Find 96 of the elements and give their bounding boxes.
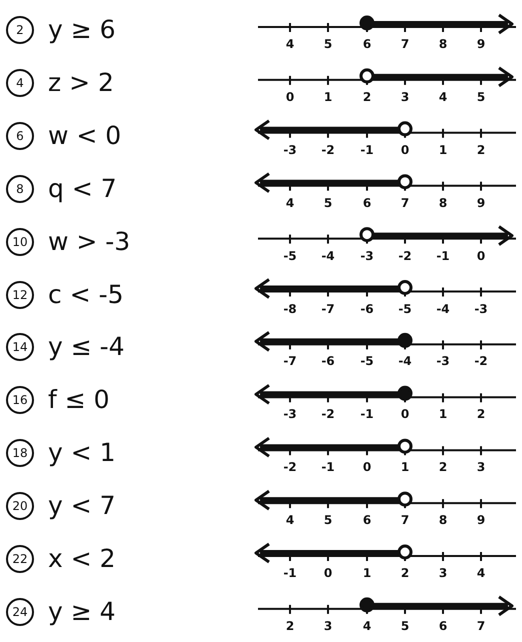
inequality: y ≥ 6 xyxy=(48,15,116,45)
tick-label: 7 xyxy=(400,196,410,210)
tick-label: 1 xyxy=(362,566,372,580)
tick-label: -4 xyxy=(436,302,450,316)
tick-label: -2 xyxy=(474,354,488,368)
tick-label: 9 xyxy=(476,513,486,528)
problem-number: 16 xyxy=(6,386,34,414)
problem-number: 18 xyxy=(6,439,34,468)
tick-label: 0 xyxy=(476,248,486,263)
tick-label: -3 xyxy=(474,302,488,316)
tick-label: 7 xyxy=(476,618,486,633)
tick-label: -5 xyxy=(398,302,412,316)
tick-label: 5 xyxy=(324,196,332,210)
inequality: w < 0 xyxy=(48,120,122,151)
tick-label: 5 xyxy=(324,37,332,51)
tick-label: 1 xyxy=(438,142,448,157)
tick-label: 4 xyxy=(286,513,294,528)
tick-label: 6 xyxy=(362,513,372,528)
tick-label: 5 xyxy=(324,513,332,528)
tick-label: -1 xyxy=(360,142,374,157)
tick-label: -2 xyxy=(398,248,412,263)
tick-label: -6 xyxy=(360,302,374,316)
inequality: x < 2 xyxy=(48,544,116,574)
tick-label: 8 xyxy=(438,37,448,51)
problem-number: 8 xyxy=(6,174,34,203)
tick-label: 2 xyxy=(362,90,372,104)
tick-label: 8 xyxy=(438,196,448,210)
tick-label: 3 xyxy=(324,618,332,633)
problem-number: 14 xyxy=(6,333,34,362)
problem-number: 20 xyxy=(6,492,34,520)
inequality: y < 1 xyxy=(48,438,116,468)
tick-label: -2 xyxy=(321,142,335,157)
tick-label: -3 xyxy=(283,407,297,422)
tick-label: 5 xyxy=(400,618,410,633)
inequality: w > -3 xyxy=(48,226,130,257)
problem-number: 10 xyxy=(6,228,34,256)
tick-label: 0 xyxy=(286,90,294,104)
tick-label: 6 xyxy=(362,196,372,210)
tick-label: 6 xyxy=(362,37,372,51)
tick-label: 1 xyxy=(438,407,448,422)
tick-label: 9 xyxy=(476,37,486,51)
tick-label: -3 xyxy=(283,142,297,157)
tick-label: 7 xyxy=(400,513,410,528)
tick-label: 8 xyxy=(438,513,448,528)
tick-label: -7 xyxy=(283,354,297,368)
tick-label: 3 xyxy=(438,566,448,580)
tick-label: -1 xyxy=(283,566,297,580)
tick-label: -4 xyxy=(398,354,412,368)
tick-label: 0 xyxy=(400,407,410,422)
problem-number: 6 xyxy=(6,122,34,150)
tick-label: 4 xyxy=(286,37,294,51)
inequality: y ≥ 4 xyxy=(48,596,116,627)
tick-label: -2 xyxy=(283,460,297,474)
tick-label: 0 xyxy=(400,142,410,157)
tick-label: 7 xyxy=(400,37,410,51)
tick-label: -3 xyxy=(436,354,450,368)
tick-label: 2 xyxy=(476,142,486,157)
tick-label: -7 xyxy=(321,302,335,316)
inequality: z > 2 xyxy=(48,68,114,98)
tick-label: 0 xyxy=(324,566,332,580)
tick-label: 2 xyxy=(476,407,486,422)
tick-label: 1 xyxy=(400,460,410,474)
tick-label: 5 xyxy=(476,90,486,104)
tick-label: 1 xyxy=(324,90,332,104)
tick-label: 4 xyxy=(476,566,486,580)
inequality: f ≤ 0 xyxy=(48,385,110,416)
tick-label: -3 xyxy=(360,248,374,263)
tick-label: 4 xyxy=(438,90,448,104)
tick-label: -4 xyxy=(321,248,335,263)
tick-label: 2 xyxy=(438,460,448,474)
problem-number: 4 xyxy=(6,68,34,97)
tick-label: 3 xyxy=(400,90,410,104)
inequality: y < 7 xyxy=(48,491,116,522)
tick-label: 3 xyxy=(476,460,486,474)
tick-label: -5 xyxy=(360,354,374,368)
tick-label: -6 xyxy=(321,354,335,368)
problem-number: 24 xyxy=(6,598,34,626)
tick-label: 6 xyxy=(438,618,448,633)
tick-label: -1 xyxy=(436,248,450,263)
tick-label: -8 xyxy=(283,302,297,316)
tick-label: 4 xyxy=(286,196,294,210)
tick-label: 2 xyxy=(400,566,410,580)
inequality: c < -5 xyxy=(48,280,124,310)
tick-label: -5 xyxy=(283,248,297,263)
tick-label: 9 xyxy=(476,196,486,210)
tick-label: -1 xyxy=(360,407,374,422)
tick-label: 4 xyxy=(362,618,372,633)
tick-label: -2 xyxy=(321,407,335,422)
problem-number: 22 xyxy=(6,545,34,573)
tick-label: 0 xyxy=(362,460,372,474)
problem-number: 12 xyxy=(6,280,34,308)
inequality: y ≤ -4 xyxy=(48,332,125,362)
inequality: q < 7 xyxy=(48,174,117,204)
tick-label: 2 xyxy=(286,618,294,633)
problem-number: 2 xyxy=(6,16,34,44)
tick-label: -1 xyxy=(321,460,335,474)
